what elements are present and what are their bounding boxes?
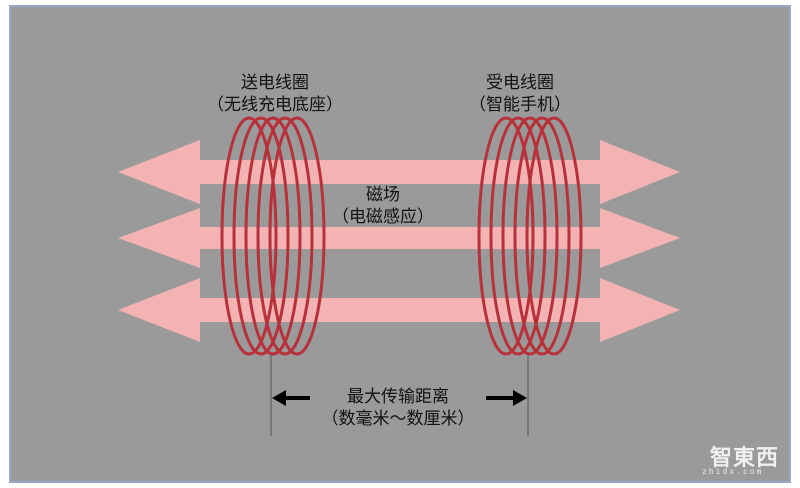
receive-coil-title: 受电线圈 xyxy=(486,73,554,93)
magnetic-field-label: 磁场 （电磁感应） xyxy=(318,184,448,228)
transmit-coil-loop xyxy=(232,116,290,356)
transmit-coil-loop xyxy=(220,116,278,356)
transmit-coil-loop xyxy=(244,116,302,356)
distance-indicator xyxy=(270,355,529,436)
watermark-text: 智東西 xyxy=(710,446,780,471)
distance-label: 最大传输距离 （数毫米～数厘米） xyxy=(298,386,498,430)
field-arrow-top xyxy=(118,140,680,204)
receive-coil xyxy=(477,116,583,356)
distance-subtitle: （数毫米～数厘米） xyxy=(321,409,475,429)
distance-title: 最大传输距离 xyxy=(347,387,449,407)
magnetic-field-title: 磁场 xyxy=(366,185,400,205)
receive-coil-loop xyxy=(501,116,559,356)
magnetic-field-arrows xyxy=(118,140,680,342)
distance-arrowhead-left xyxy=(272,390,286,406)
distance-arrowhead-right xyxy=(513,390,527,406)
field-arrow-middle xyxy=(118,208,680,268)
transmit-coil-loop xyxy=(268,116,326,356)
watermark-subtext: zhidx.com xyxy=(702,467,764,476)
transmit-coil xyxy=(220,116,326,356)
receive-coil-loop xyxy=(489,116,547,356)
receive-coil-loop xyxy=(477,116,535,356)
receive-coil-loop xyxy=(525,116,583,356)
transmit-coil-subtitle: （无线充电底座） xyxy=(207,95,343,115)
transmit-coil-loop xyxy=(256,116,314,356)
transmit-coil-title: 送电线圈 xyxy=(241,73,309,93)
receive-coil-label: 受电线圈 （智能手机） xyxy=(450,72,590,116)
magnetic-field-subtitle: （电磁感应） xyxy=(332,207,434,227)
receive-coil-loop xyxy=(513,116,571,356)
watermark-logo: 智東西 zhidx.com xyxy=(684,440,794,480)
receive-coil-subtitle: （智能手机） xyxy=(469,95,571,115)
transmit-coil-label: 送电线圈 （无线充电底座） xyxy=(190,72,360,116)
field-arrow-bottom xyxy=(118,278,680,342)
